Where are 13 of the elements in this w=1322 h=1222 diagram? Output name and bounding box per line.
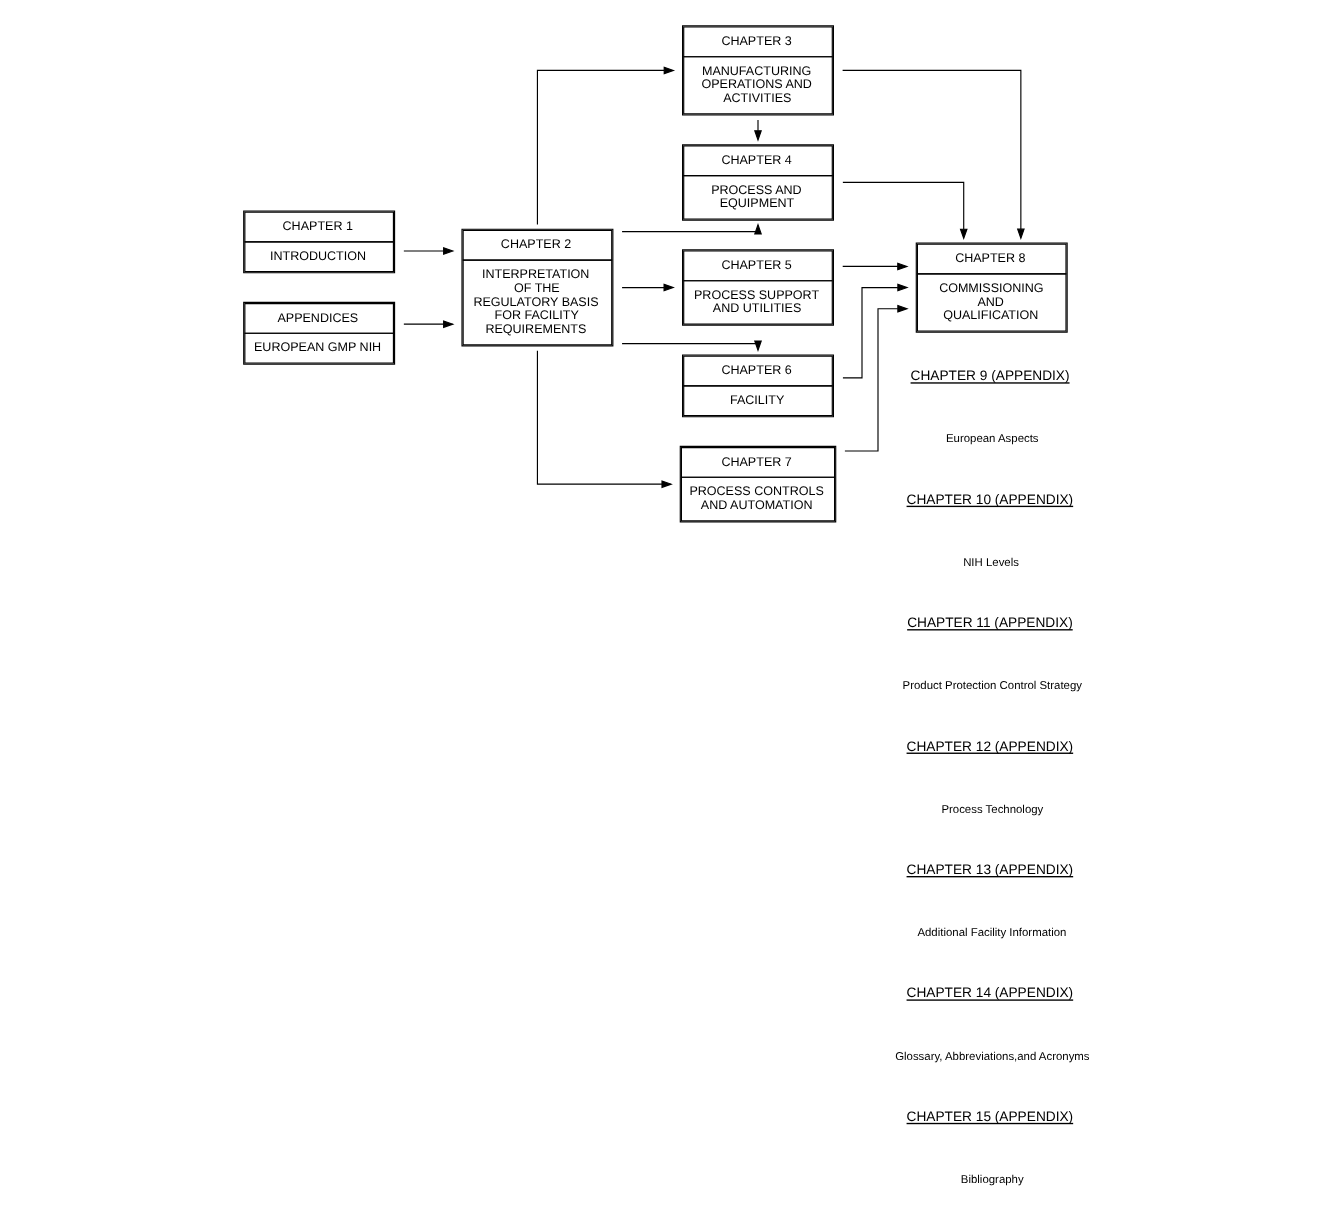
arrow bbox=[843, 304, 908, 452]
arrow bbox=[753, 119, 761, 142]
arrow bbox=[402, 320, 454, 329]
arrow bbox=[841, 283, 908, 379]
arrow bbox=[402, 247, 454, 255]
arrow bbox=[620, 340, 761, 352]
arrow bbox=[841, 262, 908, 271]
arrow bbox=[620, 283, 674, 292]
arrow bbox=[535, 350, 672, 489]
arrow bbox=[620, 223, 761, 235]
arrow bbox=[841, 181, 967, 241]
arrow bbox=[841, 69, 1024, 241]
arrow bbox=[535, 66, 675, 226]
